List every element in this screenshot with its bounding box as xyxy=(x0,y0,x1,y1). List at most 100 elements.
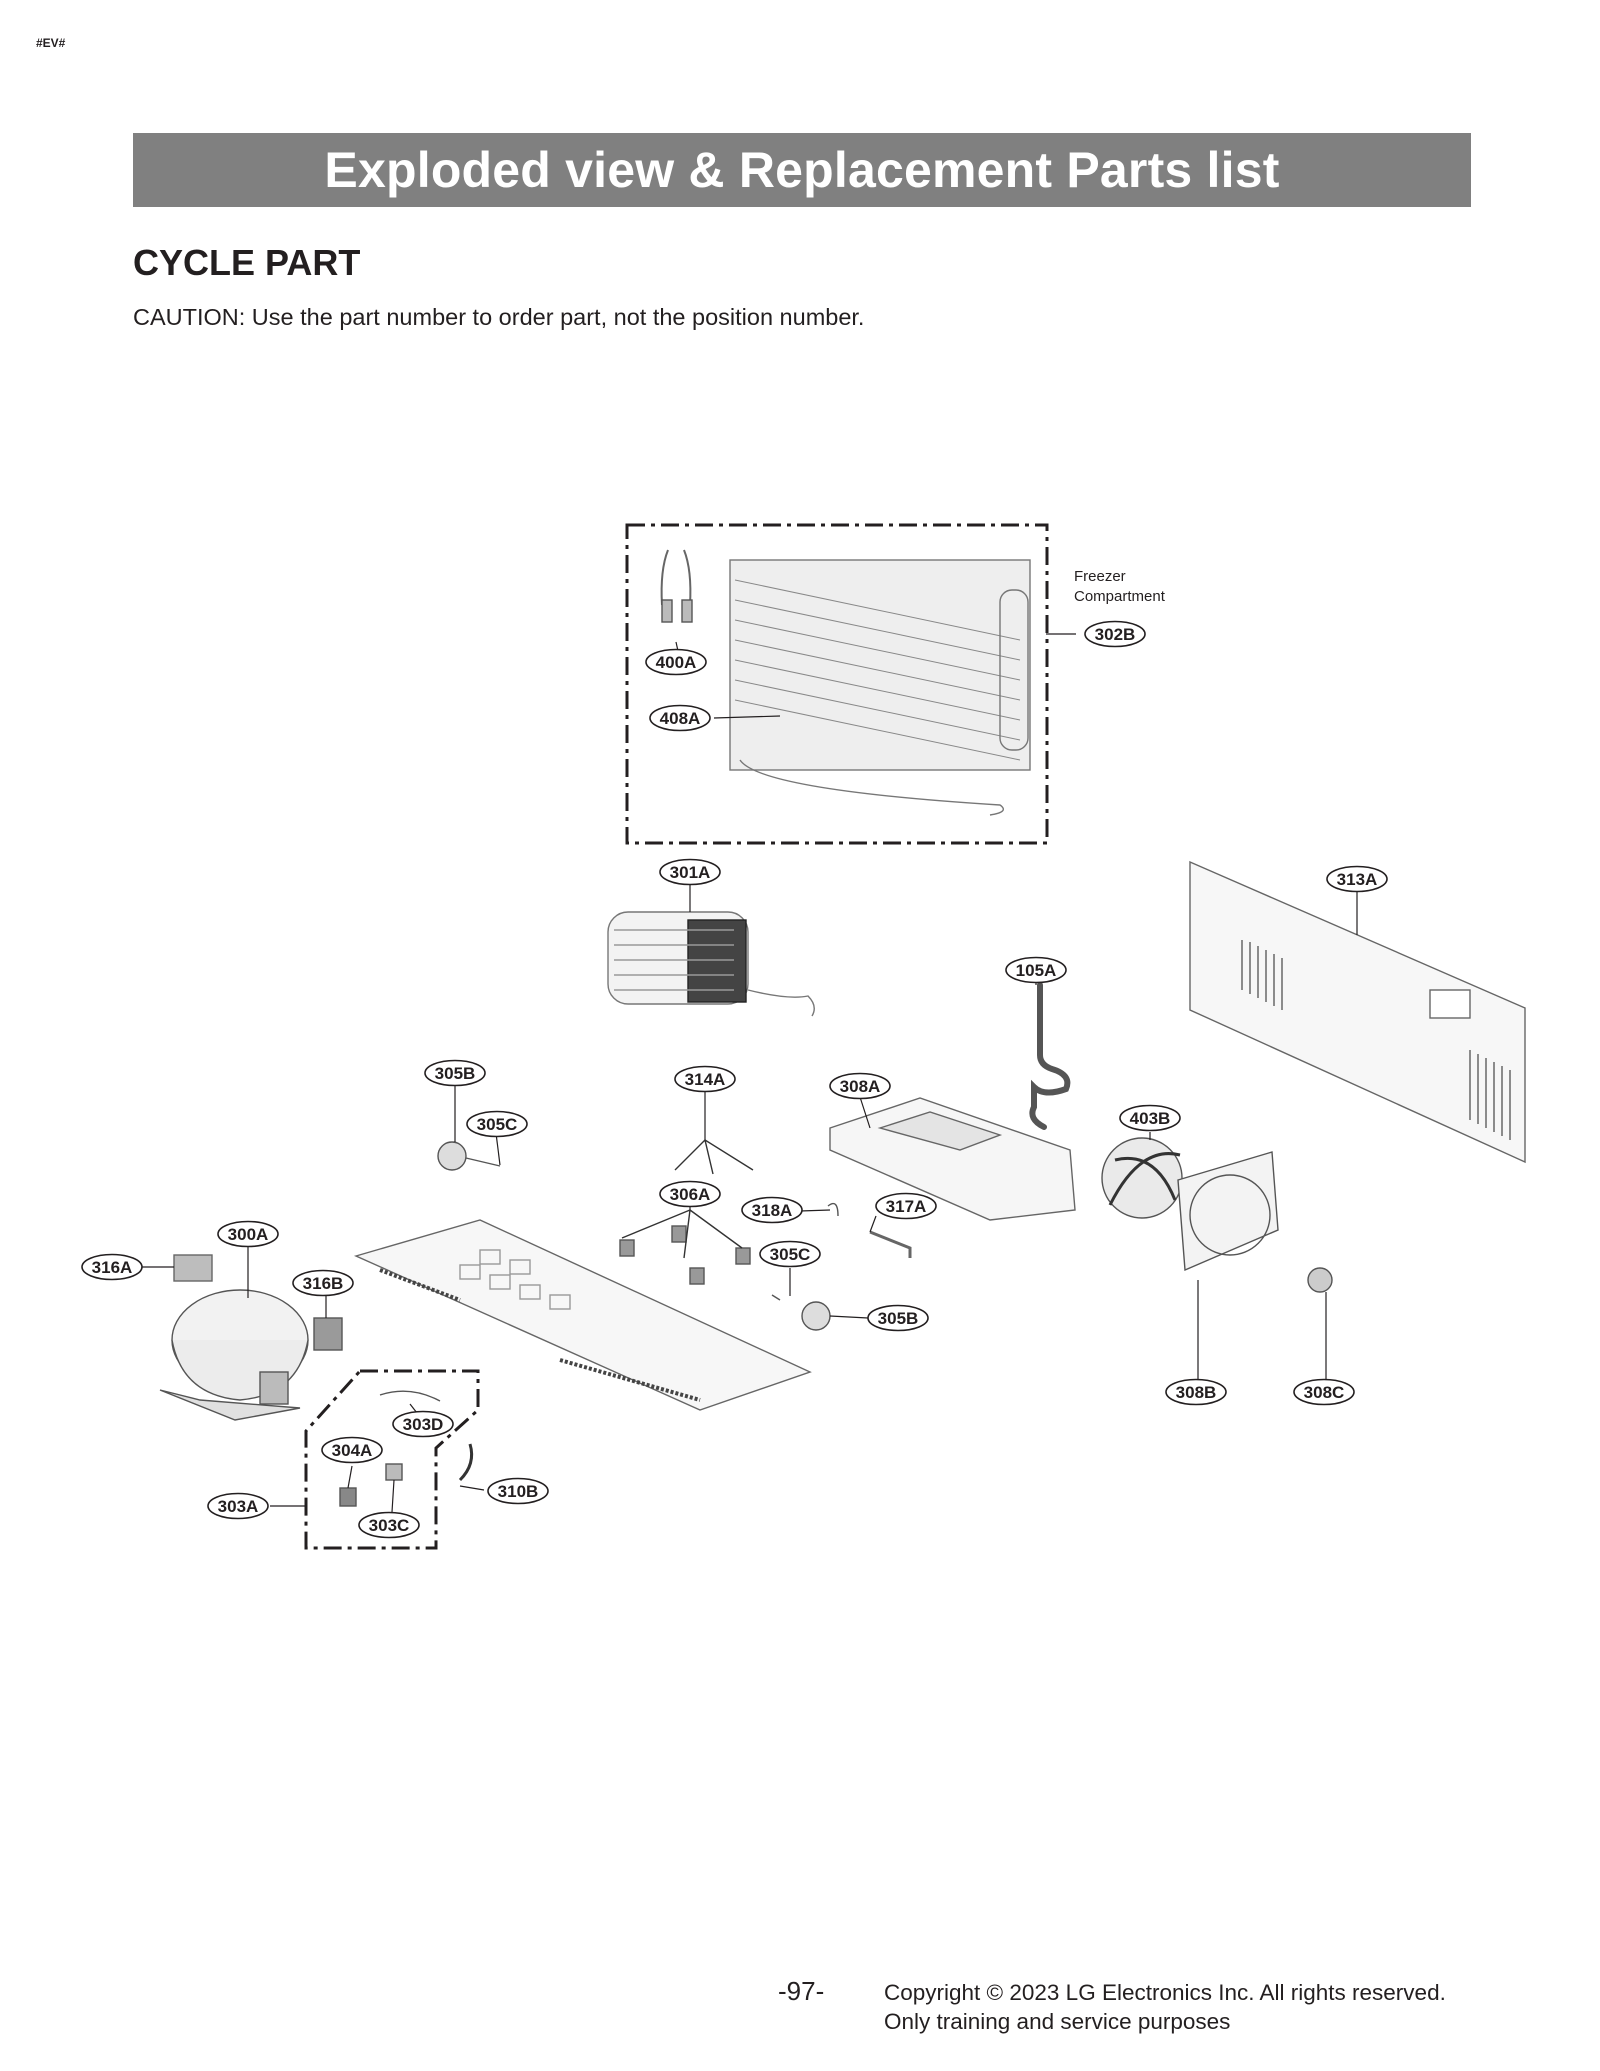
callout-300a: 300A xyxy=(217,1220,279,1248)
copyright-line-1: Copyright © 2023 LG Electronics Inc. All… xyxy=(884,1980,1446,2005)
callout-label: 403B xyxy=(1130,1109,1171,1128)
callout-400a: 400A xyxy=(645,648,707,676)
callout-bubble xyxy=(1165,1378,1227,1406)
callout-304a: 304A xyxy=(321,1436,383,1464)
evaporator-drawing xyxy=(660,549,1031,816)
callout-label: 105A xyxy=(1016,961,1057,980)
callout-label: 316B xyxy=(303,1274,344,1293)
callout-label: 408A xyxy=(660,709,701,728)
freezer-group-box xyxy=(625,523,1049,845)
callout-305b: 305B xyxy=(867,1304,929,1332)
callout-305b: 305B xyxy=(424,1059,486,1087)
callout-303a: 303A xyxy=(207,1492,269,1520)
callout-label: 313A xyxy=(1337,870,1378,889)
callout-310b: 310B xyxy=(487,1477,549,1505)
callout-303c: 303C xyxy=(358,1511,420,1539)
caution-note: CAUTION: Use the part number to order pa… xyxy=(133,304,865,330)
callout-316b: 316B xyxy=(292,1269,354,1297)
callout-308a: 308A xyxy=(829,1072,891,1100)
callout-label: 301A xyxy=(670,863,711,882)
callout-bubble xyxy=(292,1269,354,1297)
callout-bubble xyxy=(875,1192,937,1220)
callout-306a: 306A xyxy=(659,1180,721,1208)
callout-bubble xyxy=(207,1492,269,1520)
callout-314a: 314A xyxy=(674,1065,736,1093)
callout-label: 308C xyxy=(1304,1383,1345,1402)
condenser-drawing xyxy=(607,911,815,1017)
callout-bubble xyxy=(487,1477,549,1505)
leader-lines xyxy=(134,633,1358,1513)
small-parts-drawing xyxy=(339,1139,912,1507)
callout-313a: 313A xyxy=(1326,865,1388,893)
drain-hose-drawing xyxy=(1029,982,1071,1130)
callout-305c: 305C xyxy=(466,1110,528,1138)
callout-bubble xyxy=(81,1253,143,1281)
callout-bubble xyxy=(321,1436,383,1464)
callout-305c: 305C xyxy=(759,1240,821,1268)
callout-bubble xyxy=(867,1304,929,1332)
callout-bubble xyxy=(674,1065,736,1093)
callout-105a: 105A xyxy=(1005,956,1067,984)
callout-bubble xyxy=(645,648,707,676)
callout-316a: 316A xyxy=(81,1253,143,1281)
callout-label: 303C xyxy=(369,1516,410,1535)
callout-label: 314A xyxy=(685,1070,726,1089)
document-tag: #EV# xyxy=(36,36,66,50)
callout-bubble xyxy=(466,1110,528,1138)
callout-bubble xyxy=(1084,620,1146,648)
page-number: -97- xyxy=(778,1976,825,2006)
callout-label: 317A xyxy=(886,1197,927,1216)
compartment-label-line1: Freezer xyxy=(1074,568,1126,585)
callout-318a: 318A xyxy=(741,1196,803,1224)
callout-bubble xyxy=(659,858,721,886)
callout-408a: 408A xyxy=(649,704,711,732)
callout-bubble xyxy=(1119,1104,1181,1132)
page-banner: Exploded view & Replacement Parts list xyxy=(133,133,1471,207)
callout-bubble xyxy=(424,1059,486,1087)
callout-label: 303A xyxy=(218,1497,259,1516)
callout-label: 300A xyxy=(228,1225,269,1244)
callout-label: 316A xyxy=(92,1258,133,1277)
callout-317a: 317A xyxy=(875,1192,937,1220)
callout-label: 305C xyxy=(477,1115,518,1134)
callout-bubble xyxy=(358,1511,420,1539)
callout-bubble xyxy=(392,1410,454,1438)
back-cover-drawing xyxy=(1189,860,1526,1164)
control-group-box xyxy=(304,1369,480,1550)
callout-301a: 301A xyxy=(659,858,721,886)
callout-403b: 403B xyxy=(1119,1104,1181,1132)
callout-bubble xyxy=(1293,1378,1355,1406)
callout-label: 306A xyxy=(670,1185,711,1204)
callout-label: 318A xyxy=(752,1201,793,1220)
callout-label: 310B xyxy=(498,1482,539,1501)
base-plate-drawing xyxy=(353,1219,812,1411)
callout-label: 305B xyxy=(878,1309,919,1328)
callout-label: 302B xyxy=(1095,625,1136,644)
callout-label: 305C xyxy=(770,1245,811,1264)
copyright-block: Copyright © 2023 LG Electronics Inc. All… xyxy=(884,1978,1446,2036)
banner-title: Exploded view & Replacement Parts list xyxy=(324,142,1280,198)
callout-label: 303D xyxy=(403,1415,444,1434)
callout-bubble xyxy=(829,1072,891,1100)
fan-drawing xyxy=(1101,1137,1333,1293)
compartment-label-line2: Compartment xyxy=(1074,588,1166,605)
pad-316a xyxy=(173,1254,213,1282)
callout-bubble xyxy=(1005,956,1067,984)
callout-label: 308B xyxy=(1176,1383,1217,1402)
callout-308b: 308B xyxy=(1165,1378,1227,1406)
compressor-drawing xyxy=(159,1289,309,1421)
pad-316b xyxy=(313,1317,343,1351)
drain-pan-drawing xyxy=(829,1097,1076,1221)
callout-label: 304A xyxy=(332,1441,373,1460)
callout-302b: 302B xyxy=(1084,620,1146,648)
callout-308c: 308C xyxy=(1293,1378,1355,1406)
callout-label: 308A xyxy=(840,1077,881,1096)
callout-layer: 400A 408A 302B 301A 313A 105A 305B 305C 314A 308A… xyxy=(81,620,1388,1539)
callout-label: 305B xyxy=(435,1064,476,1083)
callout-303d: 303D xyxy=(392,1410,454,1438)
callout-bubble xyxy=(759,1240,821,1268)
section-title: CYCLE PART xyxy=(133,242,361,283)
callout-bubble xyxy=(1326,865,1388,893)
callout-bubble xyxy=(659,1180,721,1208)
